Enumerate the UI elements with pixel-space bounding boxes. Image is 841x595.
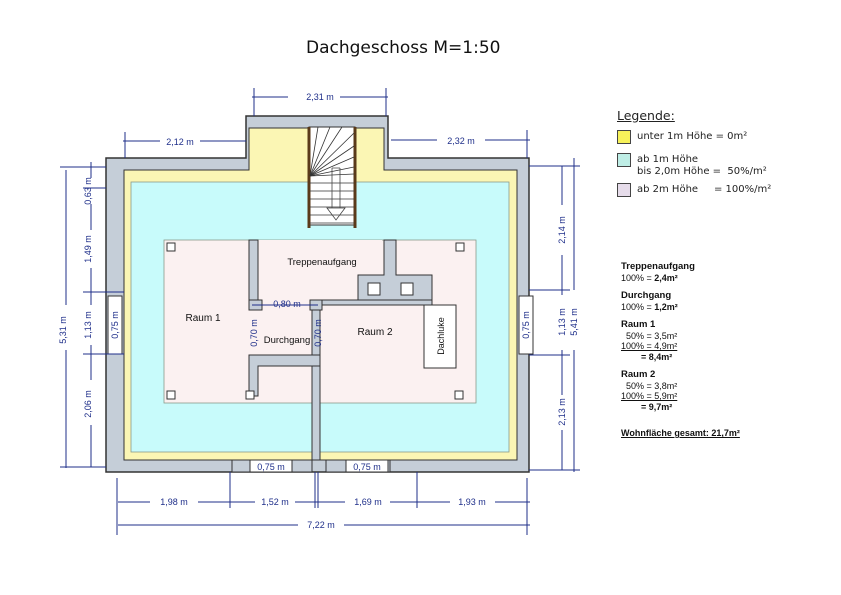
label-dachluke: Dachluke: [436, 317, 446, 355]
legend: Legende: unter 1m Höhe = 0m² ab 1m Höhe …: [617, 108, 771, 203]
dim-left-3: 1,13 m: [83, 311, 93, 339]
dim-left-2: 1,49 m: [83, 235, 93, 263]
dim-passage-right: 0,70 m: [313, 319, 323, 347]
dim-top-right: 2,32 m: [447, 136, 475, 146]
total-living-area: Wohnfläche gesamt: 21,7m²: [621, 428, 740, 438]
area-durchgang: Durchgang 100% = 1,2m²: [621, 290, 678, 312]
dimension-lines: [60, 88, 580, 535]
vent-boxes: [166, 242, 465, 400]
dim-bottom-window-right: 0,75 m: [353, 462, 381, 472]
dim-right-1: 2,14 m: [557, 216, 567, 244]
label-durchgang: Durchgang: [264, 335, 310, 346]
label-treppenaufgang: Treppenaufgang: [287, 257, 356, 268]
dim-right-window: 0,75 m: [521, 311, 531, 339]
dim-bottom-3: 1,69 m: [354, 497, 382, 507]
area-raum2: Raum 2 50% = 3,8m² 100% = 5,9m² = 9,7m²: [621, 369, 678, 412]
legend-item-under-1m: unter 1m Höhe = 0m²: [617, 130, 771, 144]
dim-right-2: 1,13 m: [557, 308, 567, 336]
swatch-pink-icon: [617, 183, 631, 197]
staircase: [307, 126, 357, 228]
dim-left-1: 0,63 m: [83, 177, 93, 205]
dim-bottom-total: 7,22 m: [307, 520, 335, 530]
dim-top-left: 2,12 m: [166, 137, 194, 147]
dim-left-total: 5,31 m: [58, 316, 68, 344]
area-raum1: Raum 1 50% = 3,5m² 100% = 4,9m² = 8,4m²: [621, 319, 678, 362]
dim-right-3: 2,13 m: [557, 398, 567, 426]
legend-item-over-2m: ab 2m Höhe = 100%/m²: [617, 183, 771, 197]
roof-hatch: [423, 304, 457, 369]
dim-bottom-1: 1,98 m: [160, 497, 188, 507]
dim-right-total: 5,41 m: [569, 308, 579, 336]
dim-bottom-2: 1,52 m: [261, 497, 289, 507]
swatch-cyan-icon: [617, 153, 631, 167]
legend-title: Legende:: [617, 108, 675, 123]
dim-left-4: 2,06 m: [83, 390, 93, 418]
dim-left-window: 0,75 m: [110, 311, 120, 339]
area-treppenaufgang: Treppenaufgang 100% = 2,4m²: [621, 261, 695, 283]
label-raum2: Raum 2: [357, 327, 392, 338]
swatch-yellow-icon: [617, 130, 631, 144]
dim-door: 0,80 m: [273, 299, 301, 309]
dim-bottom-window-left: 0,75 m: [257, 462, 285, 472]
title-text: Dachgeschoss M=1:50: [306, 38, 501, 58]
dim-top-stair: 2,31 m: [306, 92, 334, 102]
label-raum1: Raum 1: [185, 313, 220, 324]
dim-bottom-4: 1,93 m: [458, 497, 486, 507]
dimension-labels: 2,31 m 2,12 m 2,32 m 5,31 m 0,63 m 1,49 …: [58, 92, 579, 530]
legend-item-1m-to-2m: ab 1m Höhe bis 2,0m Höhe = 50%/m²: [617, 153, 771, 178]
area-calculations: Treppenaufgang 100% = 2,4m² Durchgang 10…: [621, 261, 740, 438]
dim-passage-left: 0,70 m: [249, 319, 259, 347]
